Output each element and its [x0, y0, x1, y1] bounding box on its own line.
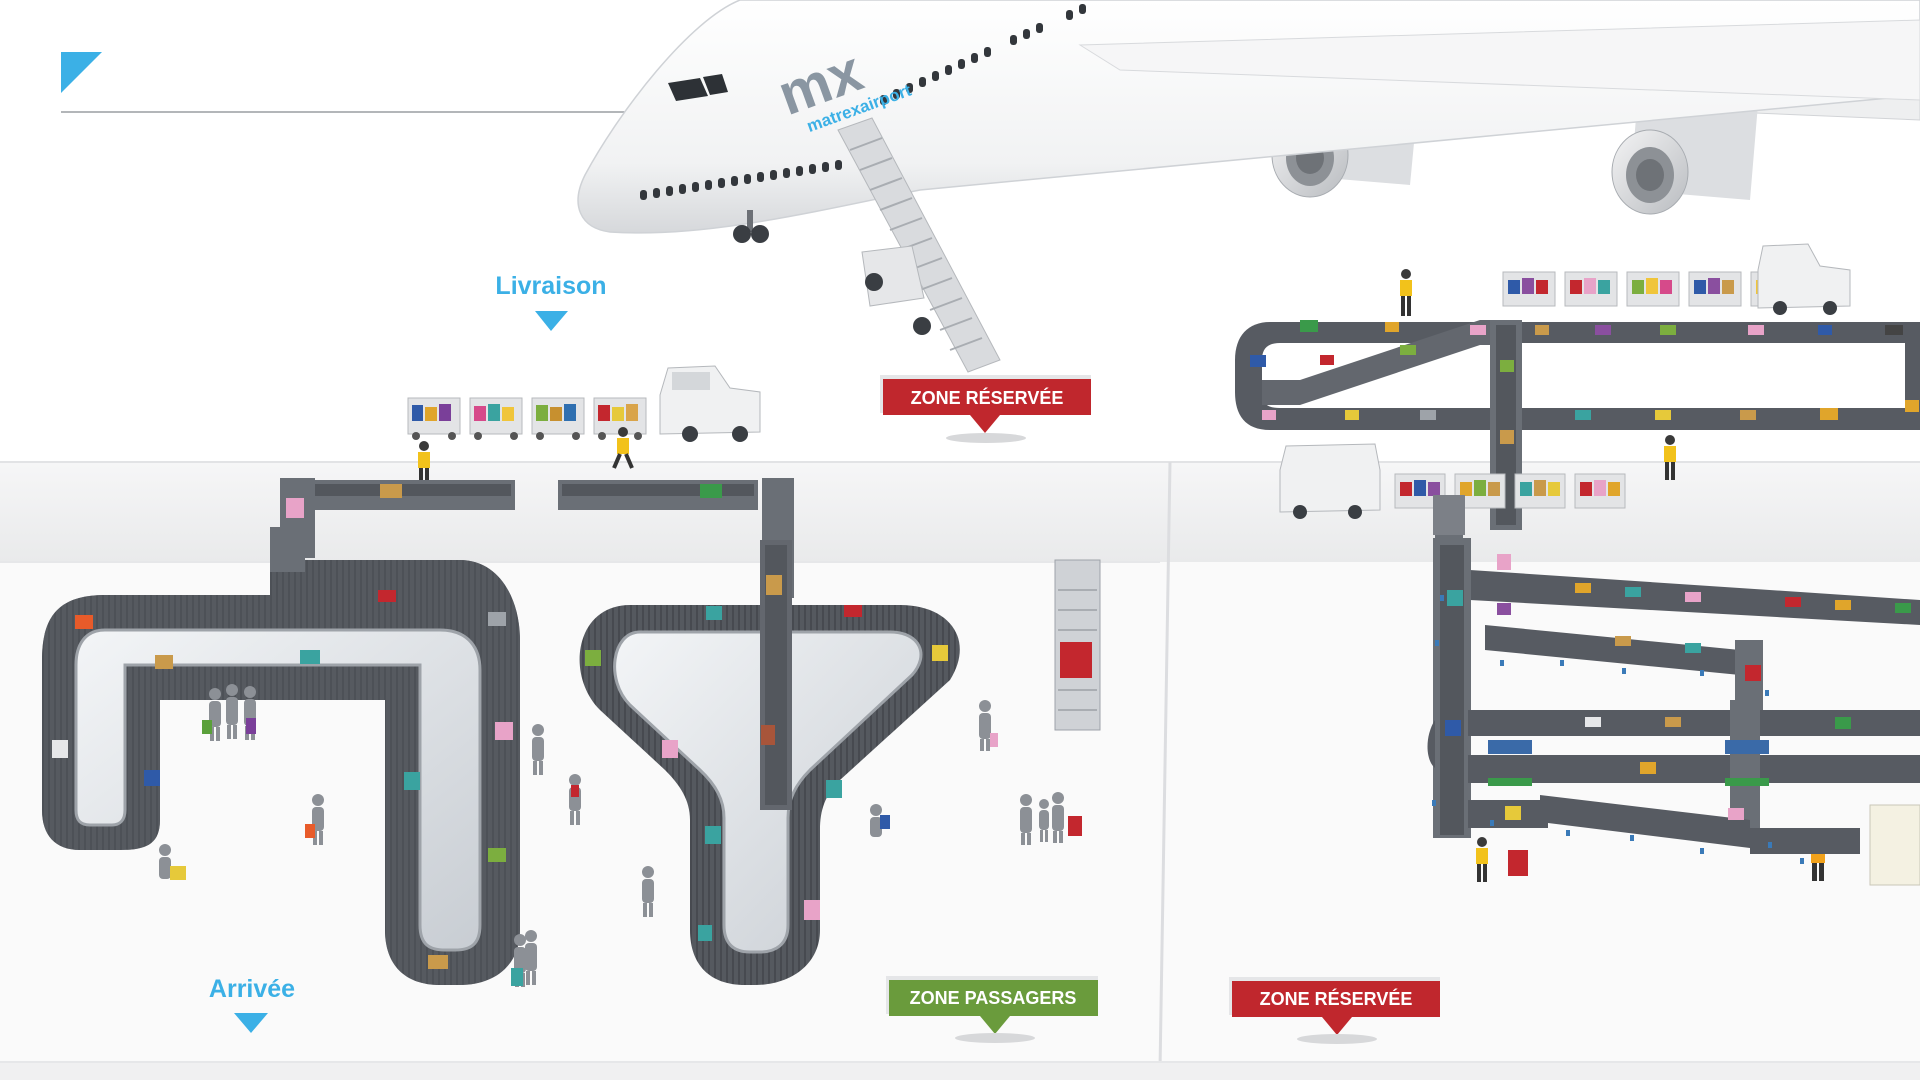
sorter-conveyors [1427, 495, 1920, 886]
down-triangle-icon [535, 311, 568, 331]
baggage-train-delivery [407, 365, 761, 442]
person-silhouette-icon [226, 684, 238, 739]
worker [612, 427, 634, 469]
suitcase-icon [155, 655, 173, 669]
wall-band-left [0, 462, 1170, 562]
delivery-label: Livraison [495, 272, 606, 300]
suitcase-icon [495, 722, 513, 740]
suitcase-icon [488, 612, 506, 626]
person-silhouette-icon [1020, 794, 1032, 845]
zone-reserved-top-tag: ZONE RÉSERVÉE [880, 375, 1091, 443]
boarding-stairs-truck [837, 117, 1001, 373]
zone-passengers-text: ZONE PASSAGERS [910, 988, 1077, 1008]
person-silhouette-icon [532, 724, 544, 775]
baggage-cart [531, 397, 585, 440]
suitcase-icon [404, 772, 420, 790]
baggage-carousel-2 [579, 540, 960, 985]
zone-divider [1158, 461, 1172, 1071]
person-silhouette-icon [525, 930, 537, 985]
worker [1476, 837, 1488, 882]
suitcase-icon [844, 605, 862, 617]
suitcase-icon [144, 770, 160, 786]
zone-reserved-bottom-tag: ZONE RÉSERVÉE [1229, 977, 1440, 1044]
person-silhouette-icon [1052, 792, 1064, 843]
suitcase-icon [932, 645, 948, 661]
nose-gear [733, 210, 769, 243]
suitcase-icon [761, 725, 775, 745]
person-silhouette-icon [979, 700, 991, 751]
person-silhouette-icon [870, 804, 882, 837]
suitcase-icon [662, 740, 678, 758]
suitcase-icon [826, 780, 842, 798]
blue-corner-triangle-icon [61, 52, 102, 93]
suitcase-icon [585, 650, 601, 666]
suitcase-icon [804, 900, 820, 920]
airplane: mx matrexairport [577, 0, 1920, 243]
suitcase-icon [378, 590, 396, 602]
worker [1400, 269, 1412, 316]
suitcase-icon [52, 740, 68, 758]
suitcase-icon [300, 650, 320, 664]
suitcase-icon [75, 615, 93, 629]
worker [418, 441, 430, 486]
worker [1664, 435, 1676, 480]
arrival-label: Arrivée [209, 975, 295, 1003]
baggage-train-top-right [1502, 243, 1851, 315]
suitcase-icon [698, 925, 712, 941]
baggage-carousel-1 [42, 527, 520, 985]
passenger-group [159, 684, 1082, 987]
person-silhouette-icon [642, 866, 654, 917]
zone-reserved-top-text: ZONE RÉSERVÉE [911, 387, 1064, 408]
inclined-chute [1054, 559, 1101, 731]
suitcase-icon [706, 606, 722, 620]
suitcase-icon [428, 955, 448, 969]
tug-vehicle [659, 365, 761, 442]
suitcase-icon [488, 848, 506, 862]
down-triangle-icon [234, 1013, 268, 1033]
suitcase-icon [766, 575, 782, 595]
baggage-cart [469, 397, 523, 440]
suitcase-icon [705, 826, 721, 844]
person-silhouette-icon [1039, 799, 1049, 842]
baggage-cart [407, 397, 461, 440]
zone-passengers-tag: ZONE PASSAGERS [886, 976, 1098, 1043]
cabin-windows [640, 4, 1086, 200]
person-silhouette-icon [159, 844, 171, 879]
zone-reserved-bottom-text: ZONE RÉSERVÉE [1260, 988, 1413, 1009]
